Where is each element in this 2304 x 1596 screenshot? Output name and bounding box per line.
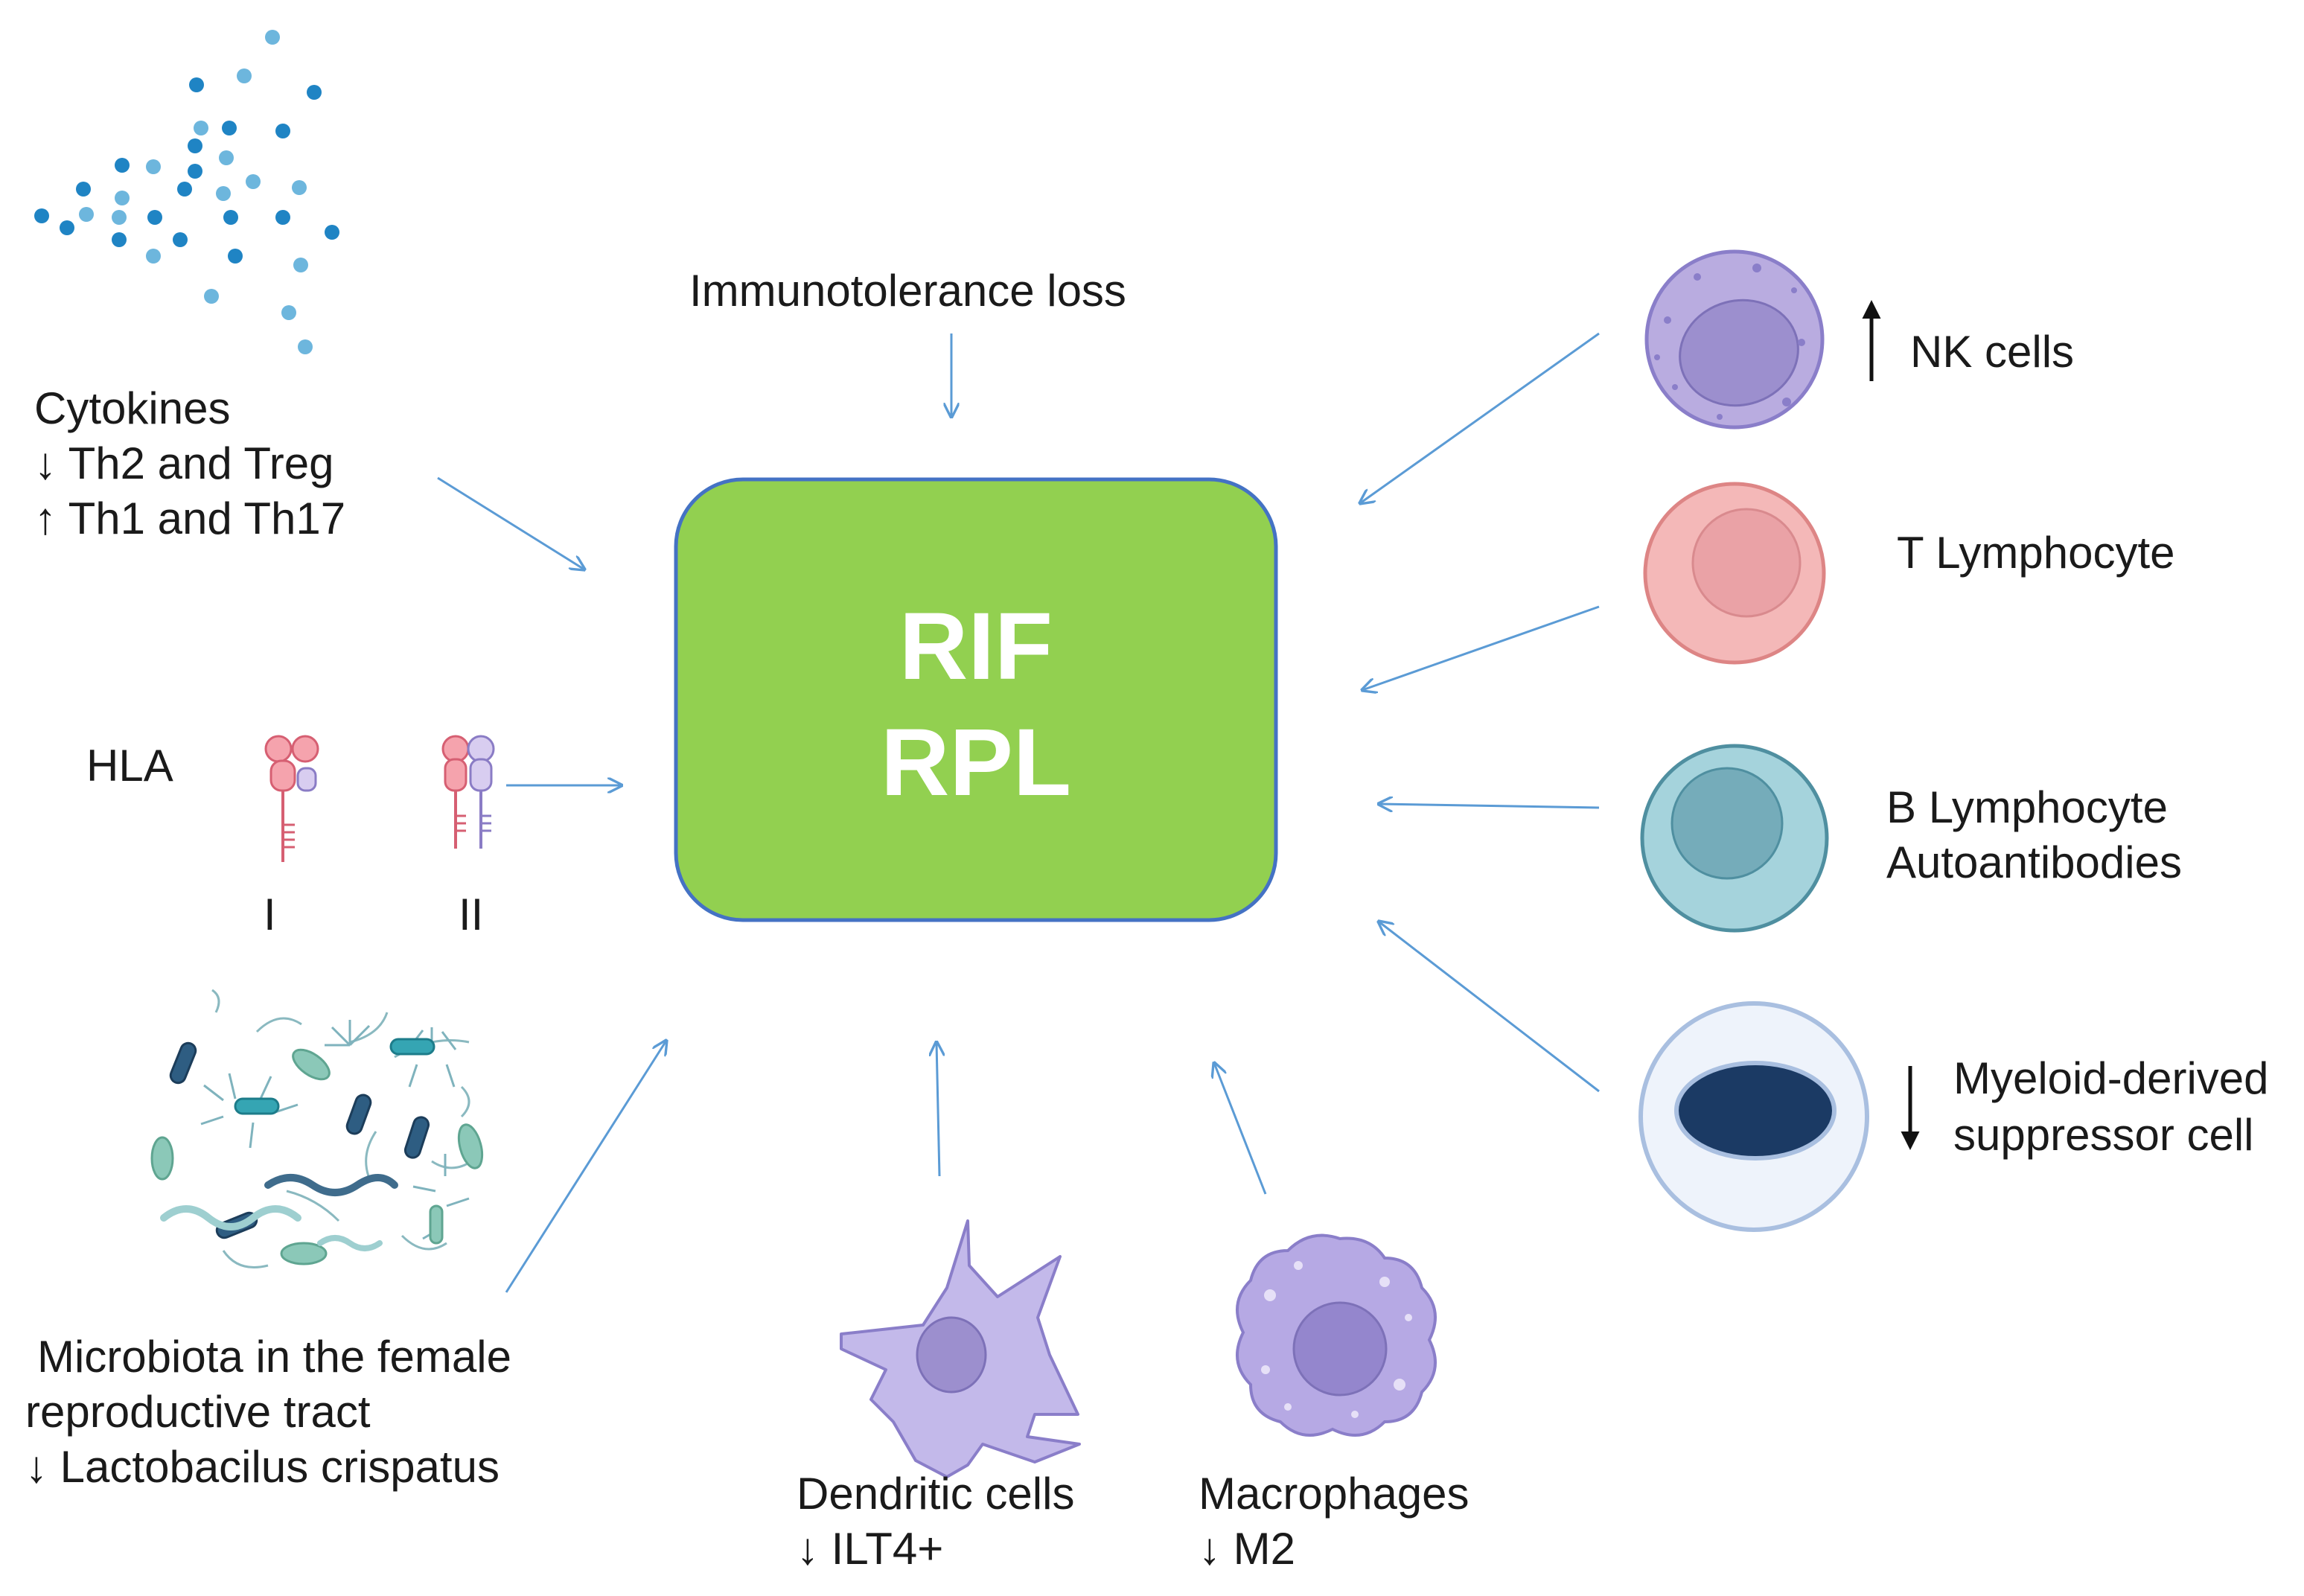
- mdsc-label-line-2: suppressor cell: [1953, 1110, 2254, 1160]
- microbiota-icon: [150, 989, 484, 1268]
- immunotolerance-label: Immunotolerance loss: [689, 266, 1126, 316]
- autoantibodies-label: Autoantibodies: [1886, 837, 2182, 887]
- cytokines-line-th1-th17: ↑ Th1 and Th17: [34, 494, 346, 543]
- center-title-rpl: RPL: [881, 709, 1071, 816]
- arrow-tcell: [1362, 605, 1600, 690]
- arrow-dendritic: [936, 1042, 939, 1177]
- arrow-macrophages: [1214, 1063, 1267, 1195]
- arrows: [437, 332, 1600, 1293]
- nk-cells-label: NK cells: [1910, 327, 2075, 377]
- macrophages-label: Macrophages: [1199, 1469, 1469, 1519]
- arrow-microbiota: [505, 1041, 666, 1293]
- arrow-nk: [1360, 332, 1600, 503]
- arrow-mdsc: [1379, 922, 1600, 1093]
- hla-class-1-icon: [264, 735, 319, 862]
- cytokines-title: Cytokines: [34, 383, 231, 433]
- mdsc-label-line-1: Myeloid-derived: [1953, 1053, 2269, 1103]
- microbiota-line-1: Microbiota in the female: [37, 1332, 511, 1382]
- dendritic-cell-icon: [840, 1219, 1081, 1478]
- dendritic-ilt4-label: ↓ ILT4+: [797, 1524, 944, 1574]
- cytokine-dots-icon: [34, 30, 339, 354]
- microbiota-line-2: reproductive tract: [25, 1387, 371, 1437]
- t-lymphocyte-label: T Lymphocyte: [1897, 528, 2175, 578]
- hla-class-2-label: II: [459, 890, 484, 939]
- dendritic-cells-label: Dendritic cells: [797, 1469, 1075, 1519]
- mdsc-cell-icon: [1638, 1001, 1869, 1232]
- hla-class-2-icon: [441, 735, 495, 849]
- hla-class-1-label: I: [264, 890, 276, 939]
- microbiota-line-3: ↓ Lactobacilus crispatus: [25, 1442, 500, 1492]
- b-lymphocyte-label: B Lymphocyte: [1886, 782, 2168, 832]
- t-cell-icon: [1643, 482, 1826, 665]
- arrow-cytokines: [437, 476, 584, 569]
- arrow-bcell: [1379, 804, 1600, 808]
- nk-cell-icon: [1644, 249, 1825, 430]
- macrophage-icon: [1236, 1233, 1437, 1437]
- center-title-rif: RIF: [899, 593, 1053, 700]
- hla-title: HLA: [86, 741, 173, 791]
- b-cell-icon: [1640, 744, 1829, 933]
- cytokines-line-th2-treg: ↓ Th2 and Treg: [34, 438, 334, 488]
- macrophages-m2-label: ↓ M2: [1199, 1524, 1296, 1574]
- center-box: RIF RPL: [674, 477, 1278, 922]
